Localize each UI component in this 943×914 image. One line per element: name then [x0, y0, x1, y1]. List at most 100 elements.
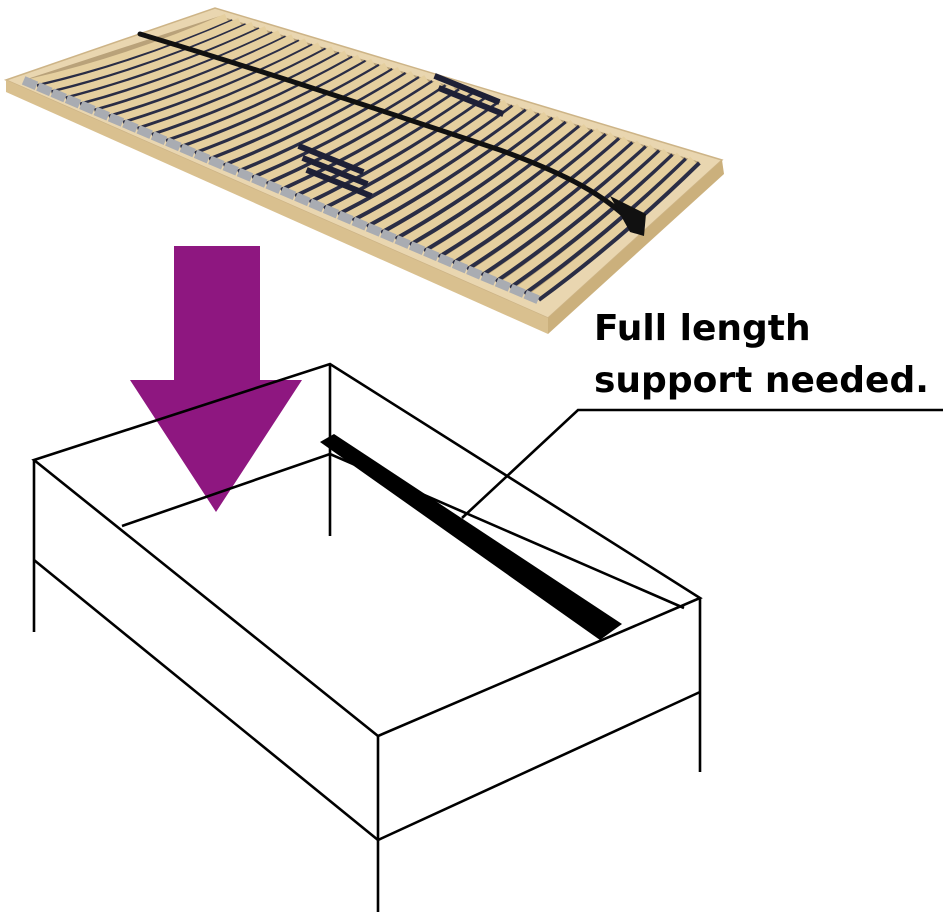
slat-shadow	[322, 100, 501, 211]
slat	[115, 38, 309, 125]
slat-shadow	[494, 149, 661, 284]
slat	[201, 62, 389, 161]
slat-shadow	[308, 96, 488, 204]
slat	[344, 103, 523, 222]
bed-frame-outline	[31, 362, 703, 912]
slat-shadow	[122, 43, 314, 125]
callout-label: Full length support needed.	[594, 308, 929, 401]
slat-shadow	[151, 51, 341, 137]
slat-clip	[380, 229, 397, 243]
slat	[501, 148, 670, 289]
slat	[272, 83, 456, 192]
slat-clip	[523, 290, 540, 304]
slat-shadow	[523, 157, 688, 296]
front-side-rail-bottom	[33, 558, 379, 842]
bed-base-frame-side-front	[6, 80, 548, 334]
slat-shadow	[136, 47, 327, 131]
bed-frame-top-rim	[31, 362, 703, 738]
slat	[515, 152, 684, 295]
slat-clip	[365, 222, 383, 237]
slat-clip	[150, 131, 168, 146]
slat-shadow	[380, 116, 554, 235]
slat	[58, 22, 256, 100]
slat-clip	[494, 277, 512, 292]
slat-clip	[36, 82, 53, 97]
slat-clip	[136, 125, 153, 139]
slat-clip	[294, 192, 311, 207]
slat	[73, 26, 269, 106]
slat	[144, 46, 336, 137]
slat	[430, 128, 603, 259]
slat-shadow	[408, 124, 581, 247]
slat	[287, 87, 470, 198]
slat-clip	[21, 76, 39, 91]
slat	[444, 132, 617, 265]
slats-group	[21, 13, 701, 304]
slat-clip	[423, 247, 440, 262]
slat	[530, 156, 697, 301]
slat-shadow	[466, 141, 634, 272]
slat	[258, 79, 443, 185]
slat	[330, 99, 510, 216]
slat-shadow	[194, 63, 381, 156]
slat-shadow	[179, 59, 367, 150]
slat	[315, 95, 496, 210]
slat-clip	[337, 210, 354, 225]
slat-shadow	[351, 108, 528, 223]
slat-clip	[50, 88, 67, 103]
slat-clip	[480, 271, 497, 286]
slat-clip	[222, 161, 239, 176]
slat	[101, 34, 296, 118]
slat	[372, 111, 550, 234]
slat-shadow	[208, 67, 394, 162]
adjustment-strap	[137, 31, 643, 235]
slat	[415, 124, 590, 252]
slat-clip	[351, 216, 368, 231]
slat	[473, 140, 644, 277]
slat-clip	[451, 259, 469, 274]
slat-clip	[466, 265, 483, 280]
slat-clip	[107, 112, 125, 127]
slat	[487, 144, 657, 283]
slat	[87, 30, 282, 112]
slat-clip	[308, 198, 325, 213]
slat-shadow	[251, 80, 434, 180]
slat	[130, 42, 323, 131]
firmness-adjusters-lower	[297, 143, 373, 199]
slat	[244, 75, 430, 179]
slat-clip	[437, 253, 454, 268]
slat-clip	[64, 94, 82, 109]
center-support-beam	[320, 434, 622, 640]
slat-shadow	[394, 120, 568, 241]
slatted-bed-base	[3, 7, 724, 334]
slat-clip	[193, 149, 211, 164]
slat-clip	[179, 143, 196, 158]
slat-clip	[251, 174, 268, 188]
slat-shadow	[294, 92, 474, 198]
slat-clip	[79, 100, 96, 115]
bed-base-frame-side-right	[548, 160, 724, 334]
slat	[30, 13, 229, 88]
slat-shadow	[280, 88, 461, 192]
slat	[401, 119, 577, 246]
slat-clip	[279, 186, 297, 201]
slat	[187, 58, 376, 155]
adjustment-strap-end	[610, 196, 646, 236]
slat	[458, 136, 630, 271]
slat-clip	[265, 180, 282, 194]
callout-line-2: support needed.	[594, 360, 929, 401]
slat	[172, 54, 363, 149]
slat-clip	[122, 119, 139, 133]
slat-shadow	[437, 133, 608, 259]
slat-clip	[394, 235, 411, 249]
slat-shadow	[451, 137, 621, 265]
slat-shadow	[509, 153, 675, 290]
slat	[44, 17, 242, 94]
slat-shadow	[480, 145, 648, 278]
slat-shadow	[365, 112, 541, 229]
slat-clip	[93, 106, 110, 121]
slat-shadow	[423, 128, 594, 253]
slat	[358, 107, 537, 228]
slat	[387, 115, 563, 240]
slat	[230, 70, 416, 173]
